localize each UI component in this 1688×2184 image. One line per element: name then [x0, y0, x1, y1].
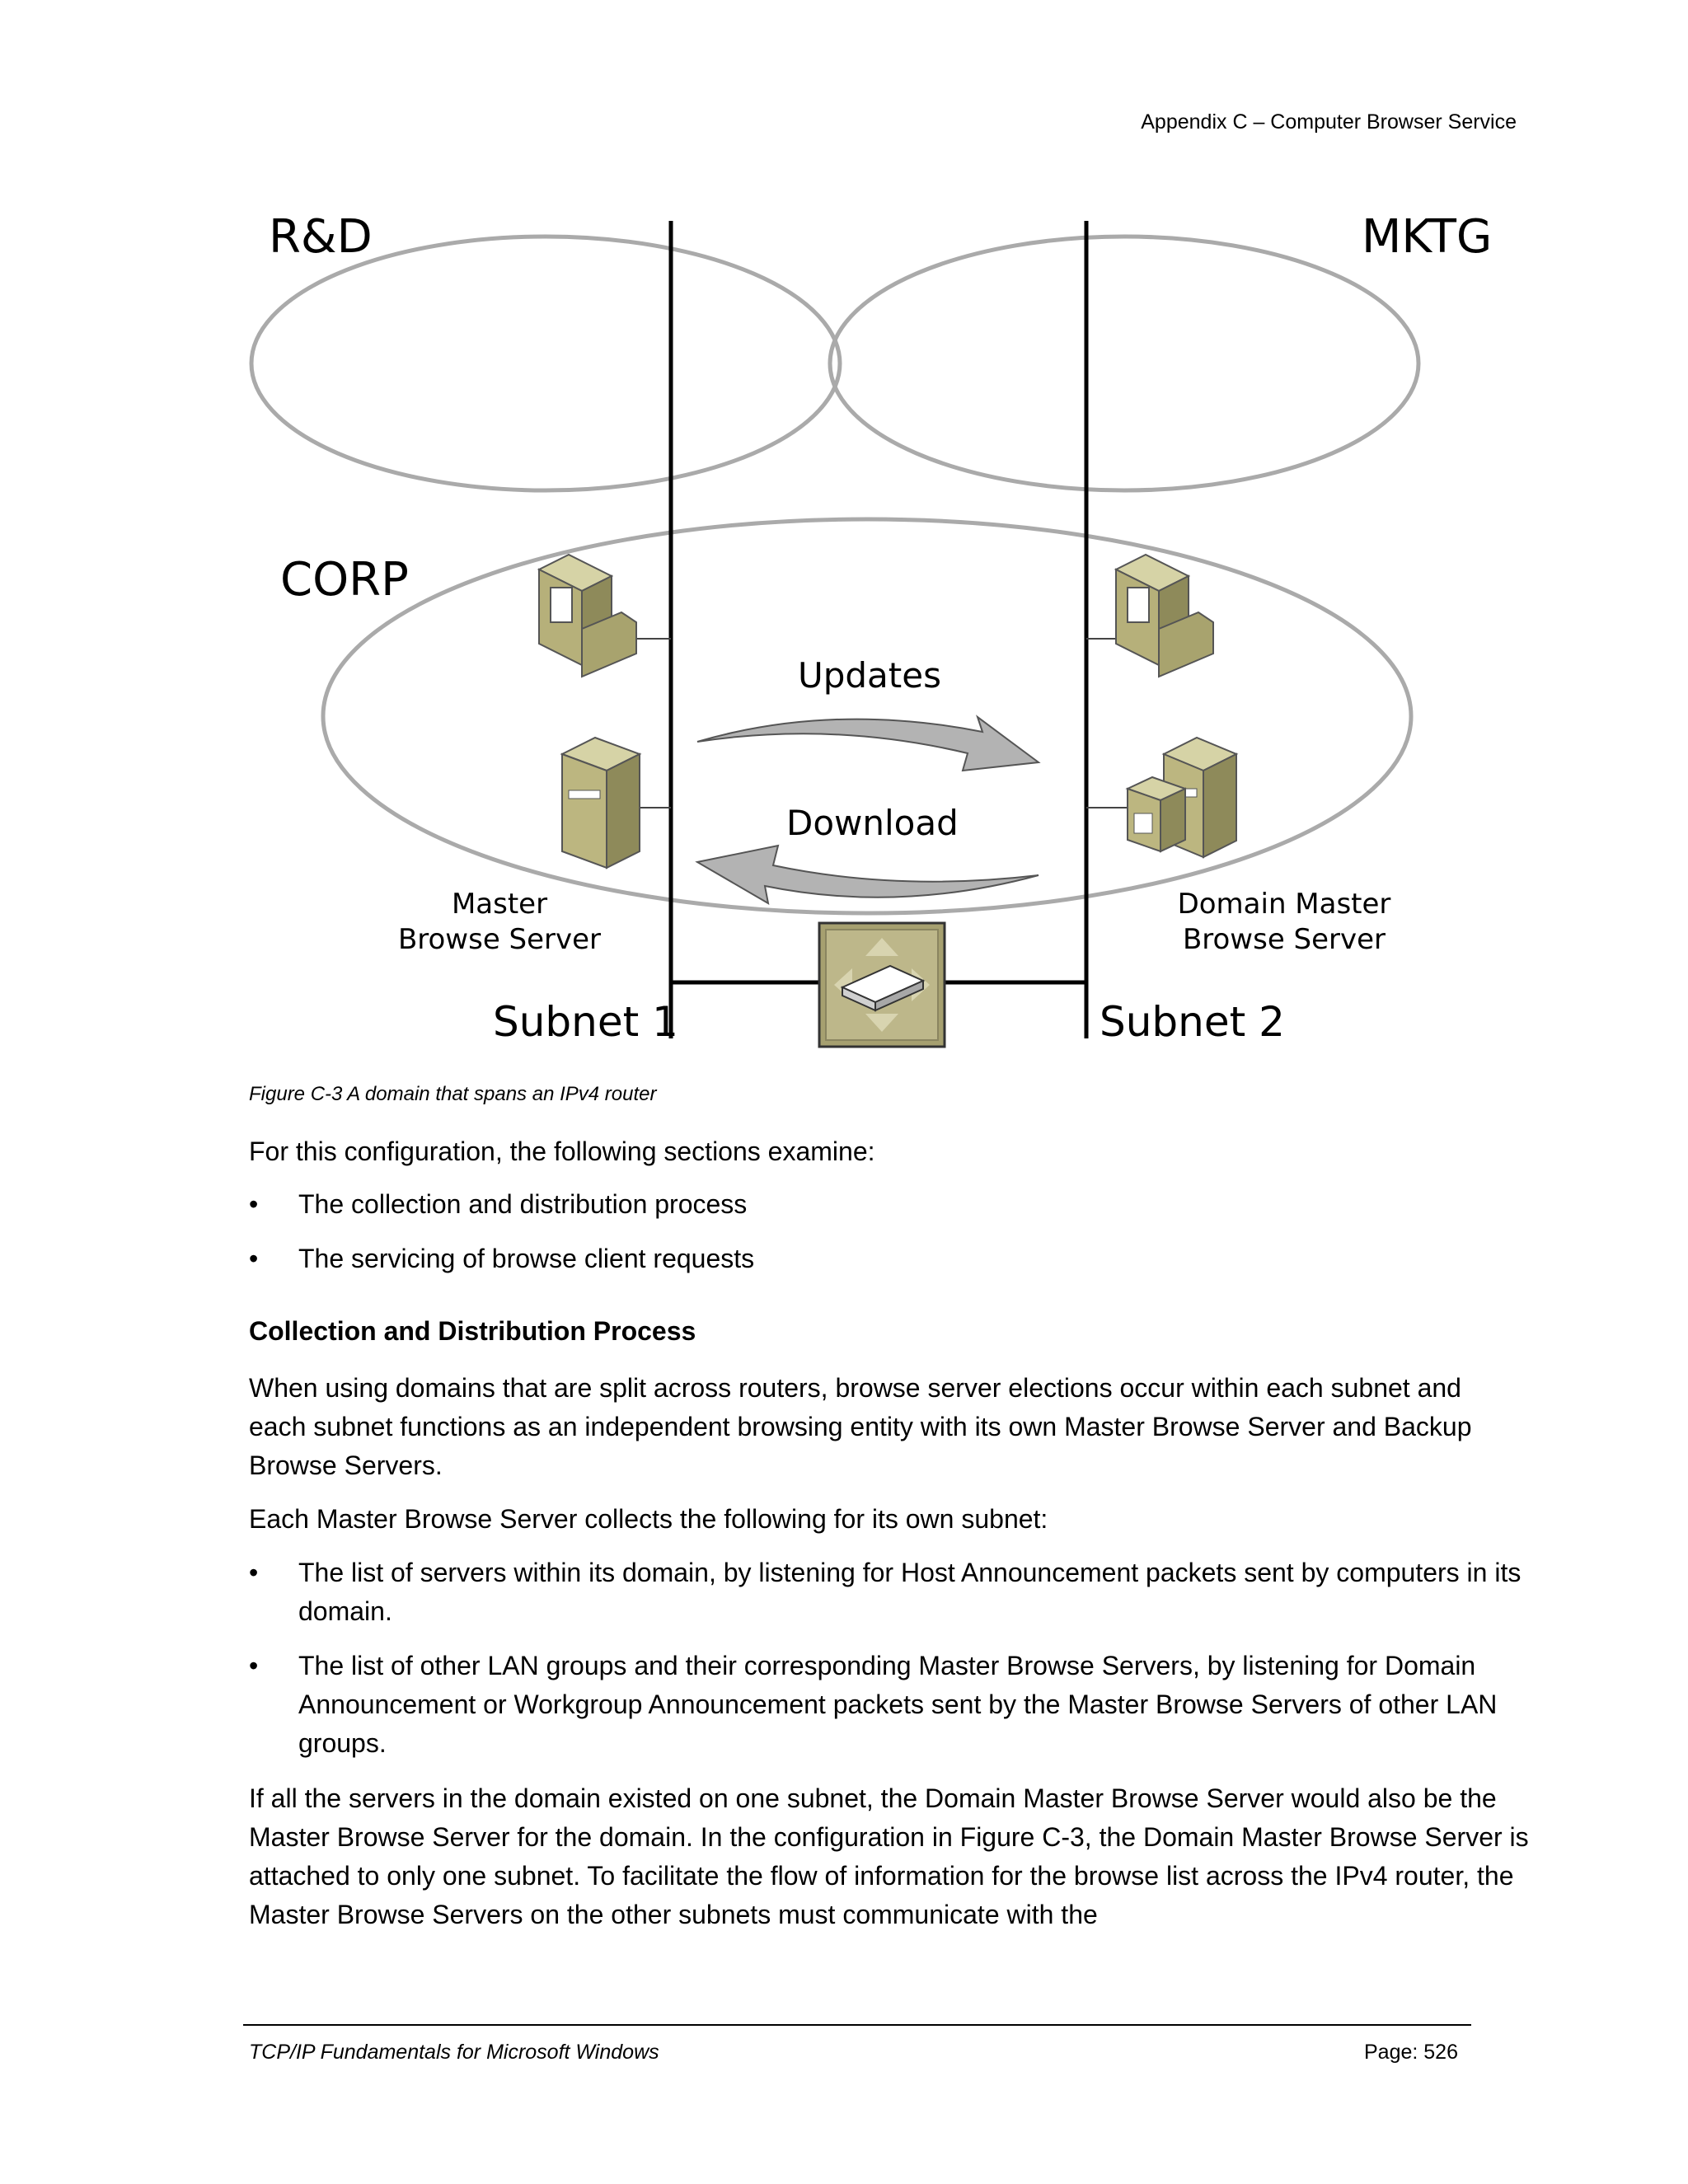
footer-rule [243, 2024, 1471, 2026]
collect-bullet-list: •The list of servers within its domain, … [249, 1554, 1559, 1631]
updates-label: Updates [798, 655, 941, 696]
domain-master-browse-server-label-line1: Domain Master [1178, 888, 1391, 921]
list-item: •The list of other LAN groups and their … [249, 1651, 1498, 1758]
corp-domain-ellipse [321, 517, 1414, 916]
master-browse-server-label-line1: Master [452, 888, 547, 921]
workstation-icon [1114, 553, 1214, 678]
download-label: Download [786, 803, 959, 843]
mktg-domain-label: MKTG [1362, 210, 1492, 264]
master-browse-server-label-line2: Browse Server [398, 923, 601, 956]
paragraph-1: When using domains that are split across… [249, 1373, 1472, 1480]
subnet2-label: Subnet 2 [1100, 998, 1285, 1046]
master-browse-server-icon [560, 736, 642, 869]
figure-caption: Figure C-3 A domain that spans an IPv4 r… [249, 1083, 657, 1105]
paragraph-3: If all the servers in the domain existed… [249, 1783, 1529, 1929]
domain-master-browse-server-icon [1125, 736, 1239, 859]
corp-domain-label: CORP [280, 553, 409, 607]
intro-block: For this configuration, the following se… [249, 1132, 1568, 1171]
intro-bullet-list: •The servicing of browse client requests [249, 1240, 1568, 1278]
list-item: •The collection and distribution process [249, 1189, 748, 1219]
mktg-domain-ellipse [828, 234, 1421, 493]
list-item: •The list of servers within its domain, … [249, 1558, 1522, 1626]
page-number: Page: 526 [1364, 2041, 1458, 2064]
domain-master-browse-server-label-line2: Browse Server [1183, 923, 1386, 956]
running-head: Appendix C – Computer Browser Service [1141, 110, 1517, 134]
subnet1-label: Subnet 1 [493, 998, 678, 1046]
section-heading: Collection and Distribution Process [249, 1316, 696, 1346]
rnd-domain-ellipse [249, 234, 842, 493]
paragraph-2: Each Master Browse Server collects the f… [249, 1504, 1048, 1534]
rnd-domain-label: R&D [269, 210, 373, 264]
download-arrow-icon [695, 844, 1039, 905]
updates-arrow-icon [696, 715, 1041, 772]
intro-bullet-list: •The collection and distribution process [249, 1185, 1568, 1224]
workstation-icon [537, 553, 637, 678]
collect-bullet-list: •The list of other LAN groups and their … [249, 1647, 1568, 1763]
footer-title: TCP/IP Fundamentals for Microsoft Window… [249, 2041, 659, 2064]
network-diagram: R&D MKTG CORP Updates Download Master Br… [249, 210, 1492, 1048]
list-item: •The servicing of browse client requests [249, 1244, 755, 1273]
router-icon [818, 921, 946, 1048]
intro-paragraph: For this configuration, the following se… [249, 1137, 875, 1166]
